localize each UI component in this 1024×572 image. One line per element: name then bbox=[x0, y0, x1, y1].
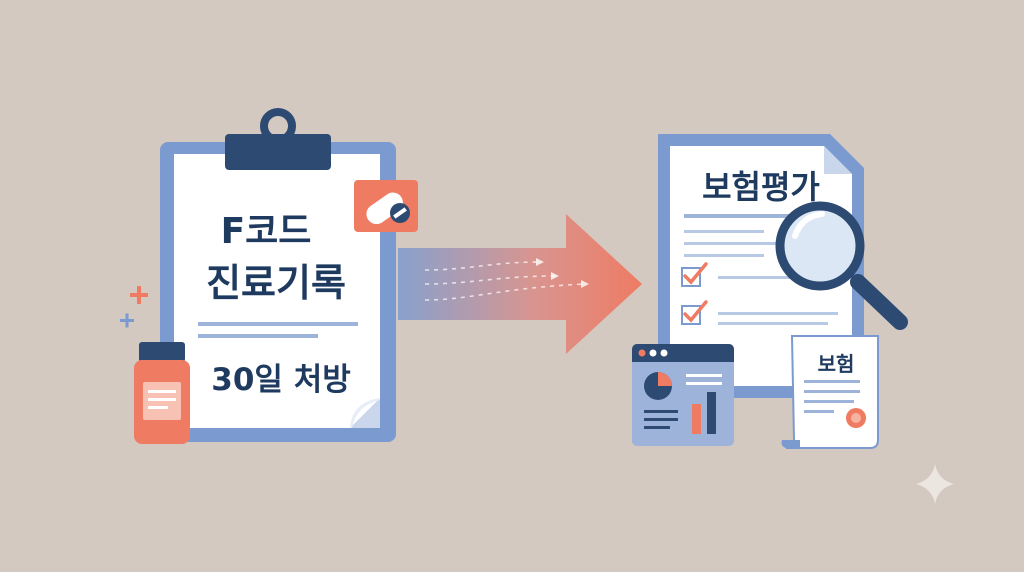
certificate-title: 보험 bbox=[817, 352, 855, 376]
certificate-icon bbox=[781, 335, 879, 449]
report-title: 보험평가 bbox=[702, 168, 820, 206]
plus-icon bbox=[120, 286, 148, 328]
sparkle-icon bbox=[916, 464, 954, 504]
clipboard-subtitle: 30일 처방 bbox=[211, 362, 351, 398]
checkbox-icon bbox=[681, 262, 838, 325]
pill-icon bbox=[354, 180, 418, 232]
medicine-bottle-icon bbox=[134, 342, 190, 444]
dashboard-icon bbox=[632, 344, 734, 446]
arrow-icon bbox=[398, 214, 642, 354]
magnifier-icon bbox=[775, 201, 908, 330]
clipboard-title-line2: 진료기록 bbox=[206, 261, 346, 305]
clipboard-icon bbox=[160, 108, 396, 442]
clipboard-title-line1: F코드 bbox=[220, 211, 312, 252]
